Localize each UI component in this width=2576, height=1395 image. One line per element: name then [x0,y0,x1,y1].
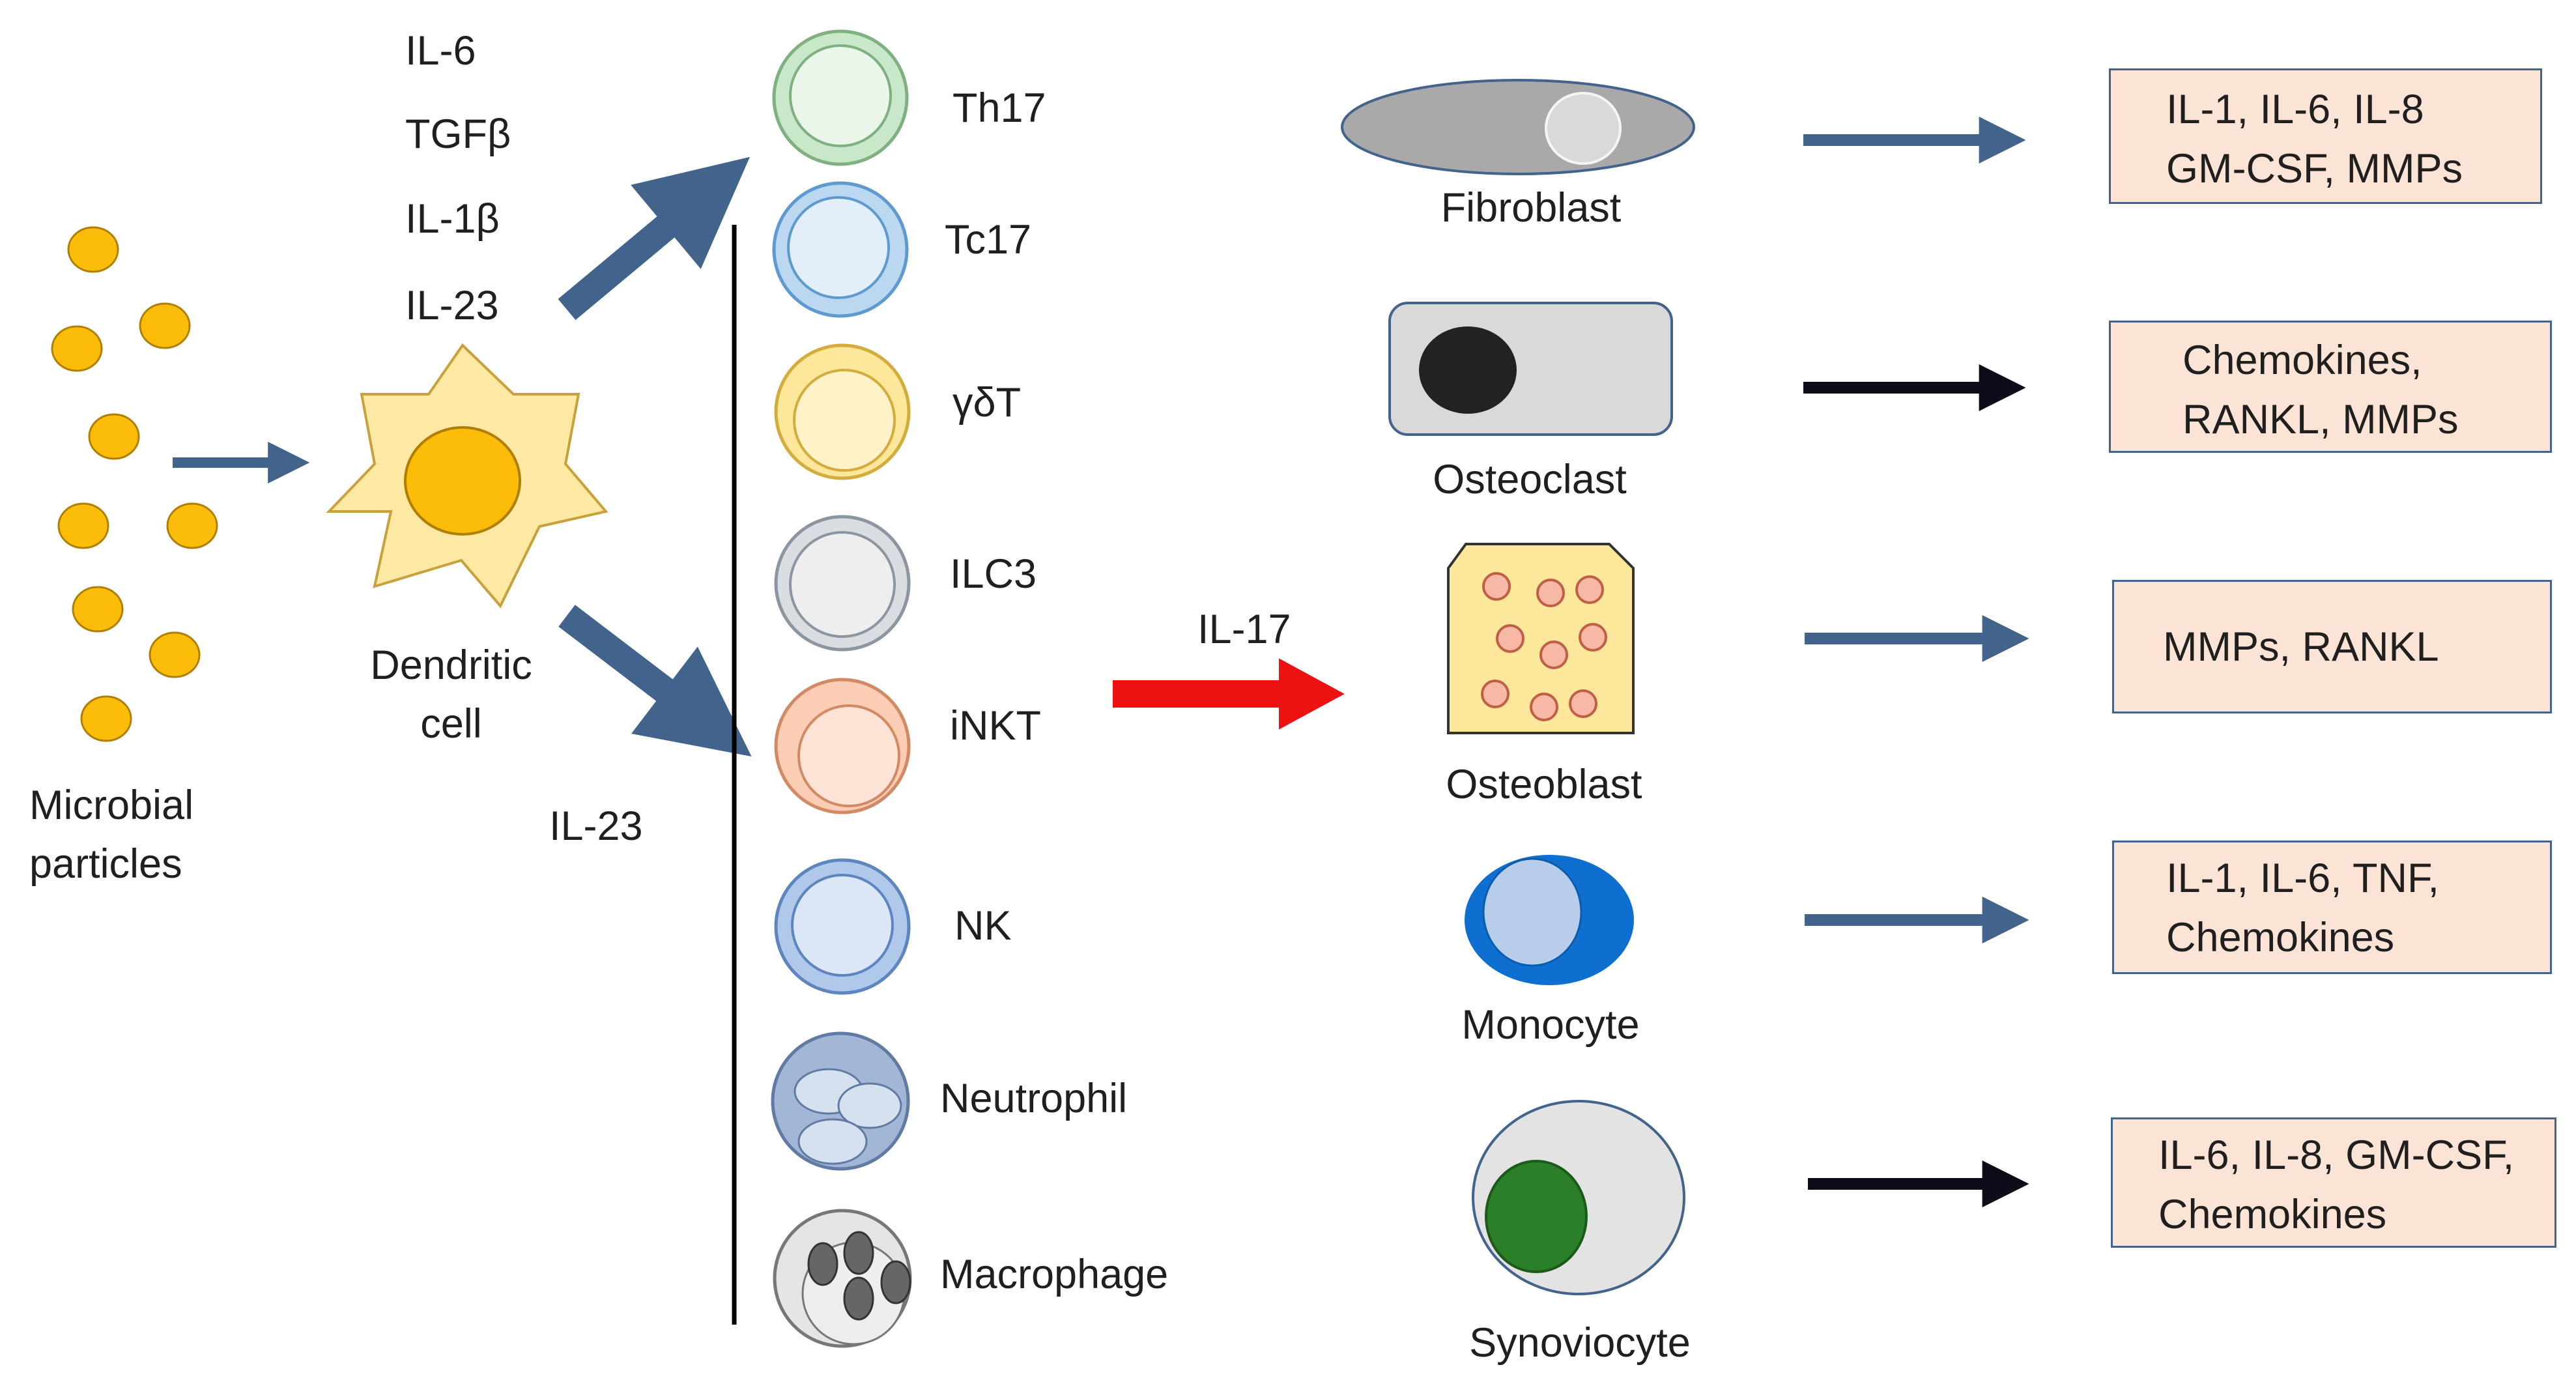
cytokine-il23: IL-23 [405,283,499,328]
output-fibroblast-line2: GM-CSF, MMPs [2166,146,2463,192]
synoviocyte-shape [1472,1100,1685,1295]
osteoclast-shape [1388,302,1673,436]
cell-nk [774,858,911,995]
label-macrophage: Macrophage [940,1252,1169,1297]
microbial-particles-label-line1: Microbial [29,783,194,828]
particle [166,502,218,549]
arrow-dc-up [558,156,750,321]
osteoblast-shape [1447,543,1635,734]
cell-gamma-delta-t [774,343,911,480]
cytokine-il6: IL-6 [405,28,476,74]
label-osteoclast: Osteoclast [1433,457,1627,502]
cell-macrophage [773,1209,912,1348]
output-box-monocyte: IL-1, IL-6, TNF, Chemokines [2112,841,2552,974]
label-fibroblast: Fibroblast [1440,185,1622,231]
cell-ilc3 [774,515,911,652]
particle [139,302,191,349]
label-osteoblast: Osteoblast [1446,762,1642,807]
output-osteoblast-line1: MMPs, RANKL [2163,624,2439,670]
cell-inkt [774,678,911,814]
label-nk: NK [954,903,1012,949]
arrow-dc-down [558,605,752,756]
cytokine-tgfb: TGFβ [405,111,511,157]
particle [149,631,201,678]
output-box-fibroblast: IL-1, IL-6, IL-8 GM-CSF, MMPs [2109,68,2542,204]
label-ilc3: ILC3 [950,551,1037,597]
output-monocyte-line2: Chemokines [2166,915,2395,960]
label-gamma-delta-t: γδT [952,380,1022,425]
microbial-particles-label-line2: particles [29,841,182,887]
output-synoviocyte-line2: Chemokines [2158,1192,2387,1237]
particle [88,413,140,460]
particle [57,502,109,549]
particle [51,325,103,372]
output-box-synoviocyte: IL-6, IL-8, GM-CSF, Chemokines [2111,1117,2556,1248]
label-th17: Th17 [952,85,1046,131]
dendritic-cell-label-line1: Dendritic [370,642,532,688]
cell-th17 [772,29,909,166]
particle [72,586,124,633]
label-tc17: Tc17 [945,217,1032,263]
label-inkt: iNKT [950,703,1041,749]
output-synoviocyte-line1: IL-6, IL-8, GM-CSF, [2158,1132,2515,1178]
microbial-particles [51,226,218,742]
dendritic-cell-nucleus [404,426,521,536]
particle [80,695,132,742]
particle [67,226,119,273]
label-neutrophil: Neutrophil [940,1076,1128,1121]
cytokine-il1b: IL-1β [405,196,500,242]
il17-label: IL-17 [1197,607,1291,652]
dendritic-cell [326,343,608,609]
fibroblast-shape [1341,79,1695,175]
output-box-osteoblast: MMPs, RANKL [2112,580,2552,713]
cell-tc17 [772,181,909,318]
monocyte-shape [1465,855,1634,985]
cell-neutrophil [771,1031,910,1171]
output-monocyte-line1: IL-1, IL-6, TNF, [2166,856,2439,901]
output-osteoclast-line1: Chemokines, [2182,338,2422,383]
dendritic-cell-label-line2: cell [420,701,482,747]
label-monocyte: Monocyte [1461,1002,1640,1048]
output-box-osteoclast: Chemokines, RANKL, MMPs [2109,321,2552,453]
il23-label: IL-23 [549,803,643,849]
label-synoviocyte: Synoviocyte [1469,1320,1691,1366]
output-osteoclast-line2: RANKL, MMPs [2182,397,2459,442]
output-fibroblast-line1: IL-1, IL-6, IL-8 [2166,87,2424,132]
